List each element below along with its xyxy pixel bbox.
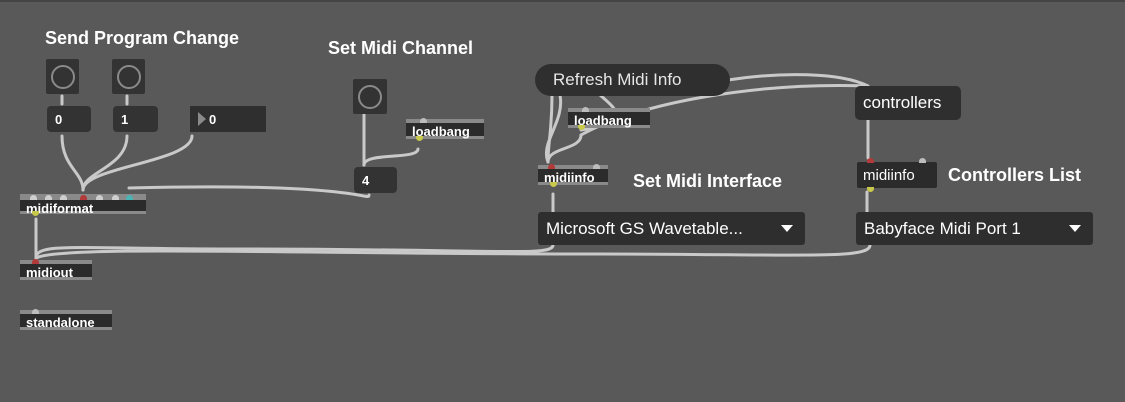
number-box-program-float[interactable]: 0 — [190, 106, 266, 132]
object-standalone[interactable]: standalone — [20, 309, 112, 330]
outlet-icon — [867, 187, 874, 192]
cable-num0-midiformat — [60, 134, 85, 192]
chevron-down-icon — [781, 225, 793, 232]
object-loadbang-channel[interactable]: loadbang — [406, 118, 484, 141]
number-box-value: 0 — [55, 112, 63, 127]
outlet-icon — [416, 136, 423, 141]
cable-refresh-midiinfo — [546, 93, 554, 164]
chevron-down-icon — [1069, 225, 1081, 232]
comment-controllers-list: Controllers List — [948, 165, 1082, 185]
cable-controllers-midiout — [34, 243, 872, 260]
number-box-value: 1 — [121, 112, 129, 127]
object-loadbang-info[interactable]: loadbang — [568, 107, 650, 130]
outlet-icon — [550, 182, 557, 187]
cable-channel-midiformat — [127, 185, 371, 198]
object-label: midiout — [26, 265, 73, 280]
outlet-icon — [32, 211, 39, 216]
object-midiout[interactable]: midiout — [20, 259, 92, 280]
comment-send-program-change: Send Program Change — [45, 28, 240, 48]
umenu-controllers[interactable]: Babyface Midi Port 1 — [856, 212, 1093, 245]
message-label: Refresh Midi Info — [553, 70, 682, 89]
inlet-icon — [420, 118, 427, 123]
inlet-red-icon — [867, 158, 874, 163]
bang-circle-icon — [358, 85, 382, 109]
message-controllers[interactable]: controllers — [855, 86, 961, 120]
message-refresh-midi-info[interactable]: Refresh Midi Info — [535, 64, 730, 96]
inlet-icon — [32, 309, 39, 314]
inlet-icon — [45, 195, 52, 200]
bang-button-1[interactable] — [112, 59, 145, 94]
umenu-selected: Babyface Midi Port 1 — [864, 219, 1021, 238]
object-label: loadbang — [412, 124, 470, 139]
cable-loadbang-channel — [362, 147, 420, 167]
triangle-icon — [198, 112, 206, 126]
bang-circle-icon — [51, 65, 75, 89]
inlet-red-icon — [32, 259, 39, 264]
number-box-value: 0 — [209, 112, 217, 127]
number-box-channel[interactable]: 4 — [354, 167, 397, 193]
number-box-program-1[interactable]: 1 — [113, 106, 158, 132]
cable-loadbang-midiinfo — [546, 133, 583, 164]
inlet-icon — [30, 195, 37, 200]
object-label: midiinfo — [863, 167, 915, 184]
inlet-red-icon — [548, 164, 555, 169]
bang-button-0[interactable] — [46, 59, 79, 94]
inlet-teal-icon — [126, 195, 133, 200]
inlet-icon — [60, 195, 67, 200]
bang-circle-icon — [117, 65, 141, 89]
inlet-icon — [96, 195, 103, 200]
inlet-icon — [919, 158, 926, 163]
comment-set-midi-channel: Set Midi Channel — [328, 38, 474, 58]
message-label: controllers — [863, 93, 942, 112]
cable-refresh-midiinfo-b — [545, 93, 563, 164]
object-midiinfo-interface[interactable]: midiinfo — [538, 164, 608, 187]
object-label: midiinfo — [544, 170, 595, 185]
number-box-value: 4 — [362, 173, 370, 188]
comment-set-midi-interface: Set Midi Interface — [633, 171, 783, 191]
umenu-selected: Microsoft GS Wavetable... — [546, 219, 743, 238]
inlet-icon — [582, 107, 589, 112]
cable-refresh-controllers — [726, 73, 870, 88]
object-label: standalone — [26, 315, 95, 330]
cable-float-midiformat — [81, 134, 194, 192]
umenu-midi-interface[interactable]: Microsoft GS Wavetable... — [538, 212, 805, 245]
cable-interface-midiout — [34, 243, 555, 260]
object-label: loadbang — [574, 113, 632, 128]
object-midiformat[interactable]: midiformat — [20, 194, 146, 216]
number-box-program-0[interactable]: 0 — [47, 106, 91, 132]
object-label: midiformat — [26, 201, 94, 216]
object-midiinfo-controllers[interactable]: midiinfo — [857, 158, 937, 192]
inlet-icon — [112, 195, 119, 200]
bang-button-channel[interactable] — [353, 79, 387, 114]
inlet-red-icon — [80, 195, 87, 200]
outlet-icon — [578, 125, 585, 130]
inlet-icon — [593, 164, 600, 169]
